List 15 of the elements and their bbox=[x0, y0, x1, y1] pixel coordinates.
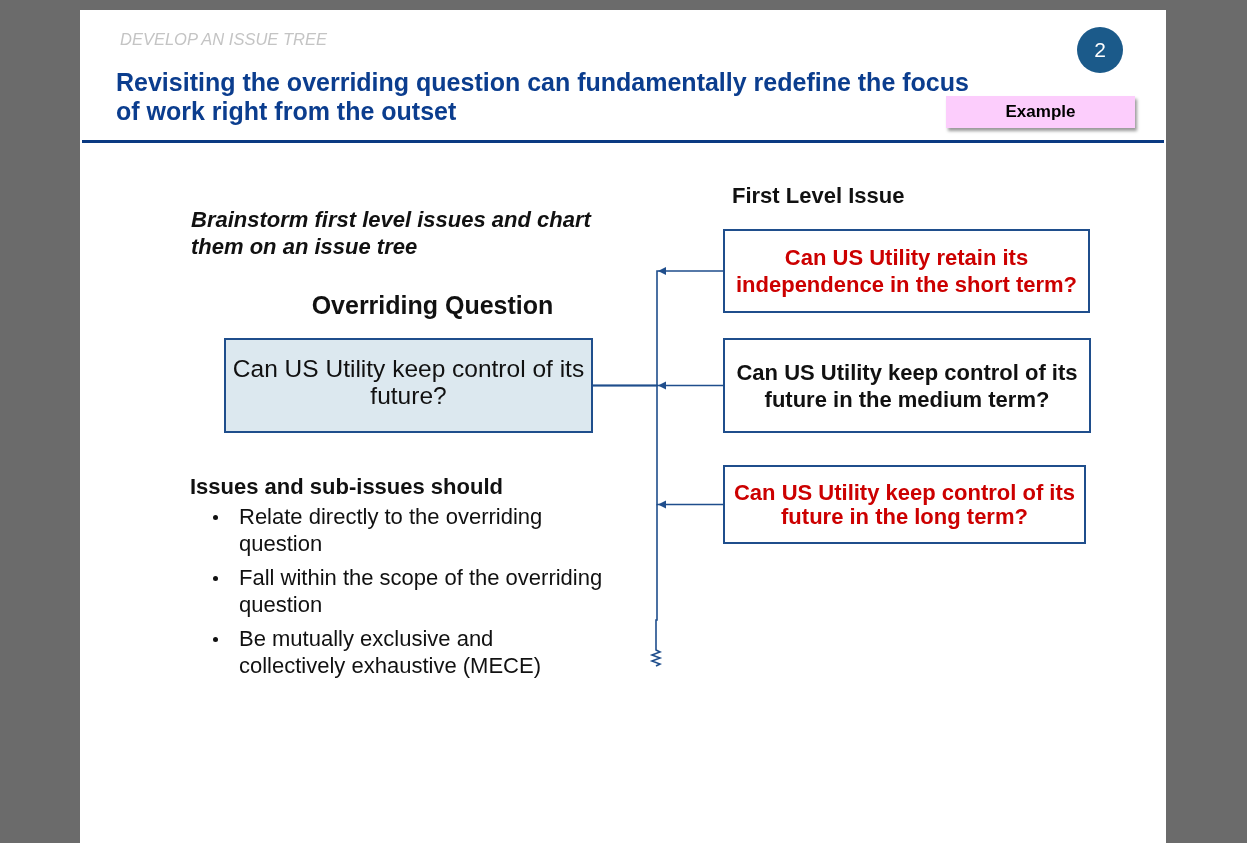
list-heading: Issues and sub-issues should bbox=[190, 474, 504, 500]
question-heading: Overriding Question bbox=[310, 290, 555, 320]
issue-box: Can US Utility keep control of its future in the long term? bbox=[723, 465, 1086, 544]
page-number-badge: 2 bbox=[1077, 27, 1123, 73]
bullet-text: Be mutually exclusive and collectively exhaustive (MECE) bbox=[239, 625, 542, 679]
issue-box: Can US Utility keep control of its future in the medium term? bbox=[723, 338, 1091, 433]
example-tag: Example bbox=[946, 96, 1135, 128]
issue-box: Can US Utility retain its independence in the short term? bbox=[723, 229, 1090, 313]
instruction-text: Brainstorm first level issues and chart them on an issue tree bbox=[191, 206, 593, 260]
arrow bbox=[592, 384, 724, 509]
column-heading: First Level Issue bbox=[732, 183, 905, 209]
question-box: Can US Utility keep control of its future? bbox=[224, 338, 593, 433]
bullet-text: Fall within the scope of the overriding question bbox=[239, 564, 604, 618]
bullet-text: Relate directly to the overriding question bbox=[239, 503, 544, 557]
section-kicker: DEVELOP AN ISSUE TREE bbox=[120, 30, 327, 49]
